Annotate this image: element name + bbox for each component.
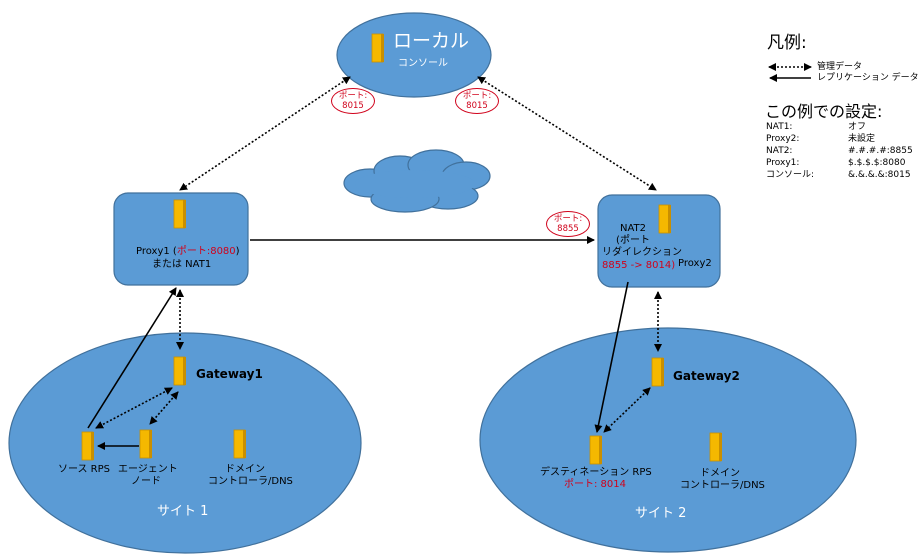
dest-rps-server-icon (589, 435, 603, 465)
settings-value: &.&.&.&:8015 (848, 170, 911, 180)
dc1-server-icon (233, 429, 247, 459)
settings-value: 未設定 (848, 134, 876, 144)
gateway1-label: Gateway1 (196, 367, 263, 381)
dc2-label: ドメイン コントローラ/DNS (680, 468, 765, 492)
legend-management-label: 管理データ (817, 62, 863, 72)
agent-node-label: エージェント ノード (118, 464, 178, 488)
proxy1-box (113, 192, 249, 286)
settings-row: Proxy2: (766, 134, 799, 145)
local-console-title: ローカル (393, 30, 470, 52)
agent-node-line2: ノード (131, 476, 161, 487)
local-console-subtitle: コンソール (398, 58, 448, 69)
dc1-line1: ドメイン (225, 464, 265, 475)
nat2-label-line1: NAT2 (619, 223, 646, 234)
proxy2-name: Proxy2 (678, 258, 712, 269)
dest-rps-name: デスティネーション RPS (540, 467, 652, 478)
gateway1-server-icon (173, 356, 187, 386)
source-rps-server-icon (81, 431, 95, 461)
mgmt-link-console-proxy1 (179, 76, 351, 191)
gateway2-server-icon (651, 357, 665, 387)
settings-key: コンソール: (766, 170, 815, 180)
settings-value: $.$.$.$:8080 (848, 158, 906, 168)
proxy2-box (597, 194, 721, 288)
gateway2-label: Gateway2 (673, 369, 740, 383)
settings-value: #.#.#.#:8855 (848, 146, 913, 156)
settings-title: この例での設定: (765, 102, 883, 121)
dest-rps-port: ポート: 8014 (564, 479, 626, 490)
dest-rps-label: デスティネーション RPS ポート: 8014 (540, 467, 652, 491)
console-server-icon (371, 33, 385, 63)
port-badge-nat2-label: ポート: (553, 214, 583, 224)
port-badge-right-top: ポート: 8015 (455, 88, 499, 114)
legend-replication-label: レプリケーション データ (817, 73, 919, 83)
port-badge-right-top-value: 8015 (466, 101, 488, 111)
nat2-redirect: 8855 -> 8014) (602, 260, 676, 271)
dc2-line1: ドメイン (700, 468, 740, 479)
dc2-line2: コントローラ/DNS (680, 480, 765, 491)
settings-row: Proxy1: (766, 158, 799, 169)
settings-row: NAT2: (766, 146, 792, 157)
mgmt-link-gateway1-agent (149, 391, 179, 425)
site2-area (479, 327, 857, 553)
source-rps-label: ソース RPS (58, 464, 111, 475)
proxy1-name: Proxy1 ( (136, 246, 177, 257)
settings-key: NAT1: (766, 122, 793, 132)
legend-title: 凡例: (767, 33, 807, 53)
proxy1-server-icon (173, 199, 187, 229)
settings-key: NAT2: (766, 146, 793, 156)
settings-key: Proxy2: (766, 134, 800, 144)
repl-link-proxy2-dest-rps (594, 281, 629, 433)
dc2-server-icon (709, 432, 723, 462)
mgmt-link-gateway2-dest-rps (603, 387, 651, 433)
agent-node-line1: エージェント (118, 464, 178, 475)
site2-label: サイト 2 (635, 506, 687, 521)
settings-row: NAT1: (766, 122, 792, 133)
port-badge-nat2: ポート: 8855 (546, 211, 590, 237)
dc1-label: ドメイン コントローラ/DNS (208, 464, 293, 488)
proxy2-server-icon (658, 204, 672, 234)
port-badge-left-top-label: ポート: (338, 91, 368, 101)
settings-value: オフ (848, 122, 867, 132)
proxy1-close: ) (235, 246, 240, 257)
settings-key: Proxy1: (766, 158, 800, 168)
proxy1-port: ポート:8080 (176, 246, 236, 257)
agent-node-server-icon (139, 429, 153, 459)
settings-row: コンソール: (766, 170, 814, 181)
local-console-area (336, 12, 492, 98)
port-badge-left-top-value: 8015 (342, 101, 364, 111)
nat2-label-line3: リダイレクション (602, 247, 682, 258)
port-badge-nat2-value: 8855 (557, 224, 579, 234)
site1-label: サイト 1 (157, 504, 209, 519)
dc1-line2: コントローラ/DNS (208, 476, 293, 487)
proxy1-nat1-label: または NAT1 (152, 259, 212, 270)
mgmt-link-console-proxy2 (477, 76, 657, 191)
port-badge-left-top: ポート: 8015 (331, 88, 375, 114)
port-badge-right-top-label: ポート: (462, 91, 492, 101)
proxy1-label: Proxy1 (ポート:8080) (136, 246, 240, 258)
nat2-label-line2: (ポート (616, 235, 650, 246)
repl-link-source-rps-proxy1 (87, 287, 177, 429)
